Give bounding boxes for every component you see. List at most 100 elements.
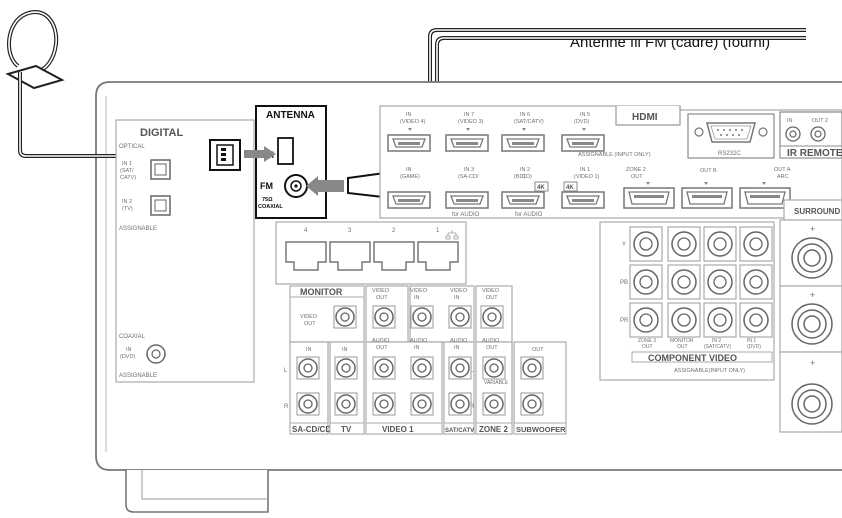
lan-port[interactable]	[417, 241, 459, 271]
hdmi-zone2-out-port[interactable]	[623, 187, 675, 209]
hdmi-in-port[interactable]	[445, 191, 489, 209]
svg-text:4K: 4K	[537, 185, 545, 191]
svg-text:ZONE 3: ZONE 3	[638, 338, 656, 344]
rs232c-port[interactable]: RS232C	[687, 113, 775, 159]
hdmi-top-sub: (VIDEO 4)	[400, 119, 426, 125]
video-jack[interactable]	[372, 305, 396, 329]
video-col-label: VIDEO	[410, 288, 428, 294]
optical-in2-jack[interactable]	[150, 195, 171, 216]
lan-port[interactable]	[373, 241, 415, 271]
svg-text:IN 1: IN 1	[122, 161, 132, 167]
svg-text:IN 2: IN 2	[122, 199, 132, 205]
lan-port[interactable]	[285, 241, 327, 271]
hdmi-bottom-sub: (GAME)	[400, 174, 420, 180]
component-jack[interactable]	[703, 264, 737, 300]
svg-text:PB: PB	[620, 280, 628, 286]
video-jack[interactable]	[480, 305, 504, 329]
svg-text:ASSIGNABLE: ASSIGNABLE	[119, 226, 157, 232]
svg-text:OUT: OUT	[532, 347, 544, 353]
svg-text:ASSIGNABLE(INPUT ONLY): ASSIGNABLE(INPUT ONLY)	[674, 368, 745, 374]
audio-col-label: AUDIO	[410, 338, 428, 344]
hdmi-in-port[interactable]	[501, 134, 545, 152]
audio-jack-r[interactable]	[448, 392, 472, 416]
svg-text:L: L	[284, 368, 288, 374]
ir-remote-panel: IN OUT 2 IR REMOTE	[779, 111, 842, 159]
svg-text:SURROUND: SURROUND	[794, 207, 840, 216]
svg-text:IN 1: IN 1	[747, 338, 756, 344]
svg-text:IN: IN	[126, 347, 132, 353]
am-terminal[interactable]	[277, 137, 294, 165]
component-jack[interactable]	[739, 226, 773, 262]
lan-port[interactable]	[329, 241, 371, 271]
audio-col-label: AUDIO	[482, 338, 500, 344]
component-jack[interactable]	[667, 226, 701, 262]
hdmi-out-a-port[interactable]	[739, 187, 791, 209]
am-connector	[209, 139, 276, 171]
speaker-terminal[interactable]	[791, 383, 833, 425]
speaker-terminal[interactable]	[791, 237, 833, 279]
svg-text:R: R	[284, 404, 289, 410]
component-jack[interactable]	[629, 226, 663, 262]
audio-jack-r[interactable]	[372, 392, 396, 416]
audio-jack-r[interactable]	[520, 392, 544, 416]
audio-jack-l[interactable]	[372, 356, 396, 380]
hdmi-top-sub: (SAT/CATV)	[514, 119, 544, 125]
hdmi-top-label: IN 6	[520, 112, 530, 118]
svg-text:CD): CD)	[522, 174, 532, 180]
video-jack[interactable]	[333, 305, 357, 329]
audio-jack-r[interactable]	[482, 392, 506, 416]
video-col-sub: OUT	[376, 295, 388, 301]
audio-jack-l[interactable]	[520, 356, 544, 380]
component-jack[interactable]	[629, 264, 663, 300]
svg-text:CATV): CATV)	[120, 175, 136, 181]
svg-text:OUT A: OUT A	[774, 167, 791, 173]
svg-text:(SAT/: (SAT/	[120, 168, 134, 174]
video-jack[interactable]	[410, 305, 434, 329]
hdmi-in-port[interactable]	[387, 191, 431, 209]
audio-jack-l[interactable]	[482, 356, 506, 380]
component-jack[interactable]	[667, 264, 701, 300]
svg-text:OUT B: OUT B	[700, 168, 717, 174]
group-sacd: SA-CD/CD	[292, 425, 331, 434]
group-tv: TV	[341, 425, 352, 434]
svg-text:R: R	[470, 404, 475, 410]
hdmi-in-port[interactable]	[387, 134, 431, 152]
audio-jack-r[interactable]	[296, 392, 320, 416]
hdmi-in-port[interactable]	[445, 134, 489, 152]
surround-speaker-panel: SURROUND + + +	[779, 199, 842, 433]
video-jack[interactable]	[448, 305, 472, 329]
svg-text:ZONE 2: ZONE 2	[626, 167, 646, 173]
digital-title: DIGITAL	[140, 127, 183, 139]
hdmi-out-b-port[interactable]	[681, 187, 733, 209]
component-jack[interactable]	[703, 302, 737, 338]
hdmi-bottom-sub: (SA-CD/	[458, 174, 479, 180]
hdmi-in-port[interactable]	[561, 191, 605, 209]
am-loop-antenna	[5, 10, 210, 158]
svg-text:OUT: OUT	[677, 344, 688, 350]
svg-text:IR REMOTE: IR REMOTE	[787, 148, 842, 159]
coaxial-in-jack[interactable]	[146, 344, 166, 364]
component-jack[interactable]	[703, 226, 737, 262]
component-jack[interactable]	[739, 302, 773, 338]
hdmi-in-port[interactable]	[501, 191, 545, 209]
optical-in1-jack[interactable]	[150, 159, 171, 180]
component-jack[interactable]	[739, 264, 773, 300]
lan-port-number: 4	[304, 228, 308, 234]
component-jack[interactable]	[667, 302, 701, 338]
audio-jack-r[interactable]	[334, 392, 358, 416]
audio-jack-l[interactable]	[448, 356, 472, 380]
svg-text:VARIABLE: VARIABLE	[484, 380, 509, 386]
video-col-label: VIDEO	[482, 288, 500, 294]
component-jack[interactable]	[629, 302, 663, 338]
audio-jack-r[interactable]	[410, 392, 434, 416]
audio-jack-l[interactable]	[410, 356, 434, 380]
audio-jack-l[interactable]	[296, 356, 320, 380]
audio-jack-l[interactable]	[334, 356, 358, 380]
component-video-title: COMPONENT VIDEO	[648, 353, 737, 363]
svg-text:IN: IN	[342, 347, 348, 353]
hdmi-in-port[interactable]	[561, 134, 605, 152]
audio-col-sub: IN	[454, 345, 460, 351]
svg-text:OUT: OUT	[631, 174, 643, 180]
speaker-terminal[interactable]	[791, 303, 833, 345]
